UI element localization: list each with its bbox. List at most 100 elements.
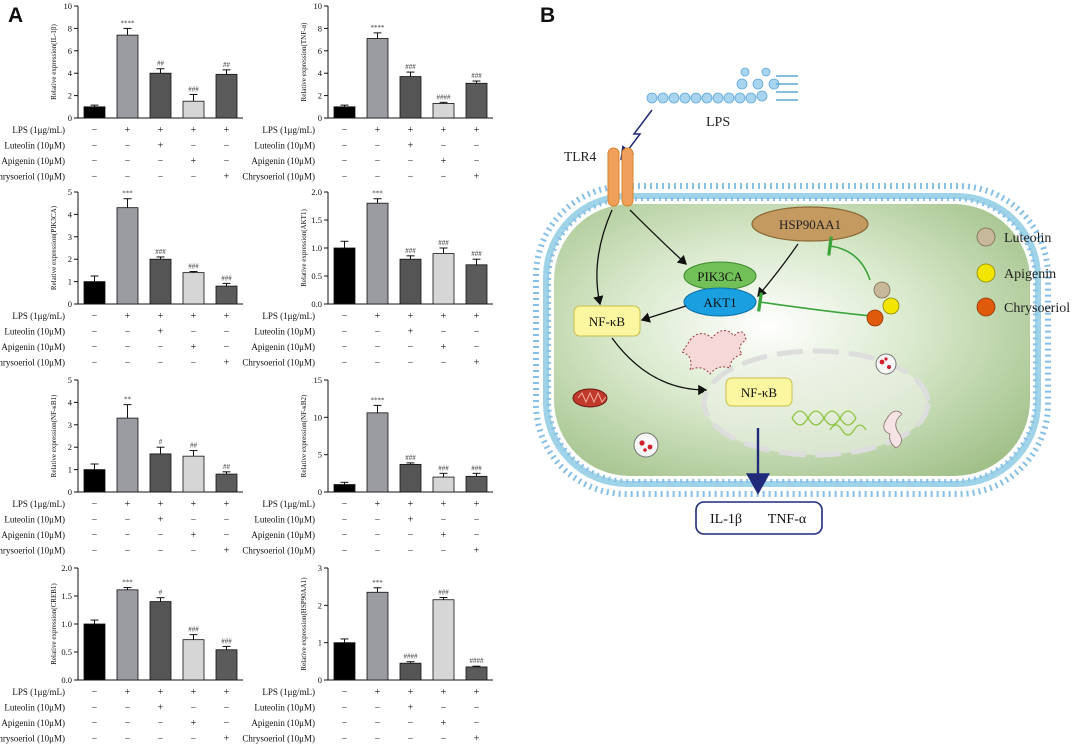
treatment-mark: − bbox=[441, 358, 447, 369]
compound-legend: Luteolin Apigenin Chrysoeriol bbox=[976, 227, 1070, 317]
treatment-mark: + bbox=[191, 125, 197, 136]
treatment-mark: + bbox=[158, 125, 164, 136]
treatment-mark: + bbox=[125, 687, 131, 698]
treatment-mark: − bbox=[224, 703, 230, 714]
y-tick-label: 1 bbox=[68, 277, 72, 287]
panel-b-label: B bbox=[540, 4, 556, 27]
treatment-mark: − bbox=[342, 342, 348, 353]
bar bbox=[83, 469, 106, 493]
treatment-mark: − bbox=[125, 327, 131, 338]
treatment-mark: + bbox=[224, 311, 230, 322]
treatment-label: Apigenin (10μM) bbox=[1, 718, 65, 728]
treatment-mark: + bbox=[224, 125, 230, 136]
treatment-mark: − bbox=[375, 342, 381, 353]
arrow-akt1-to-nfkb bbox=[640, 305, 687, 323]
y-tick-label: 0 bbox=[68, 299, 72, 309]
treatment-mark: − bbox=[441, 734, 447, 745]
bar bbox=[149, 601, 172, 681]
bar bbox=[399, 258, 422, 305]
y-tick-label: 0.5 bbox=[311, 271, 322, 281]
treatment-mark: + bbox=[158, 311, 164, 322]
treatment-label: LPS (1μg/mL) bbox=[12, 125, 65, 135]
treatment-mark: + bbox=[474, 172, 480, 183]
treatment-mark: − bbox=[125, 718, 131, 729]
treatment-mark: − bbox=[441, 703, 447, 714]
treatment-mark: + bbox=[158, 141, 164, 152]
y-tick-label: 5 bbox=[68, 187, 72, 197]
treatment-mark: − bbox=[375, 141, 381, 152]
treatment-mark: − bbox=[342, 358, 348, 369]
treatment-mark: − bbox=[224, 141, 230, 152]
treatment-mark: − bbox=[158, 156, 164, 167]
bar bbox=[333, 484, 356, 493]
treatment-mark: − bbox=[158, 358, 164, 369]
treatment-mark: − bbox=[474, 703, 480, 714]
y-tick-label: 0 bbox=[68, 113, 72, 123]
treatment-label: Luteolin (10μM) bbox=[4, 515, 65, 525]
y-tick-label: 6 bbox=[68, 46, 72, 56]
treatment-mark: + bbox=[375, 125, 381, 136]
bar bbox=[116, 34, 139, 119]
bar bbox=[182, 272, 205, 305]
tlr4-label: TLR4 bbox=[564, 149, 596, 164]
treatment-label: Luteolin (10μM) bbox=[254, 141, 315, 151]
treatment-label: LPS (1μg/mL) bbox=[12, 311, 65, 321]
treatment-label: LPS (1μg/mL) bbox=[262, 125, 315, 135]
vesicle-top-right bbox=[875, 353, 897, 375]
nfkb-nucleus-node bbox=[725, 377, 793, 407]
cytokine-box bbox=[695, 501, 823, 535]
treatment-label: Chrysoeriol (10μM) bbox=[242, 172, 315, 182]
treatment-mark: + bbox=[158, 515, 164, 526]
treatment-mark: − bbox=[474, 327, 480, 338]
significance-label: **** bbox=[121, 19, 136, 27]
treatment-mark: − bbox=[342, 546, 348, 557]
treatment-mark: − bbox=[375, 156, 381, 167]
bar bbox=[432, 599, 455, 681]
treatment-label: Luteolin (10μM) bbox=[254, 703, 315, 713]
treatment-mark: − bbox=[474, 156, 480, 167]
treatment-mark: − bbox=[158, 734, 164, 745]
treatment-label: Apigenin (10μM) bbox=[251, 530, 315, 540]
treatment-mark: + bbox=[408, 687, 414, 698]
treatment-label: Chrysoeriol (10μM) bbox=[0, 734, 65, 744]
significance-label: ### bbox=[155, 248, 166, 256]
treatment-mark: − bbox=[125, 342, 131, 353]
significance-label: ## bbox=[223, 463, 231, 471]
treatment-mark: − bbox=[342, 156, 348, 167]
bar bbox=[215, 473, 238, 493]
treatment-mark: + bbox=[474, 358, 480, 369]
treatment-label: Chrysoeriol (10μM) bbox=[242, 358, 315, 368]
treatment-mark: − bbox=[342, 141, 348, 152]
treatment-mark: + bbox=[158, 703, 164, 714]
y-tick-label: 3 bbox=[68, 232, 72, 242]
treatment-mark: − bbox=[375, 172, 381, 183]
treatment-mark: − bbox=[408, 342, 414, 353]
y-tick-label: 8 bbox=[68, 23, 72, 33]
treatment-label: Apigenin (10μM) bbox=[1, 156, 65, 166]
treatment-mark: − bbox=[375, 530, 381, 541]
bar bbox=[465, 666, 488, 681]
y-axis-label: Relative expression(NF-κB1) bbox=[50, 394, 58, 477]
treatment-mark: − bbox=[92, 125, 98, 136]
significance-label: **** bbox=[371, 396, 386, 404]
treatment-mark: − bbox=[375, 358, 381, 369]
treatment-mark: − bbox=[408, 718, 414, 729]
treatment-mark: − bbox=[125, 358, 131, 369]
treatment-mark: + bbox=[408, 499, 414, 510]
treatment-mark: − bbox=[92, 342, 98, 353]
treatment-mark: − bbox=[125, 703, 131, 714]
significance-label: # bbox=[159, 589, 163, 597]
nfkb-cytoplasm-node bbox=[573, 305, 641, 337]
treatment-mark: − bbox=[342, 327, 348, 338]
treatment-label: LPS (1μg/mL) bbox=[12, 687, 65, 697]
bar bbox=[399, 463, 422, 493]
y-tick-label: 0 bbox=[318, 487, 322, 497]
treatment-mark: − bbox=[191, 172, 197, 183]
treatment-mark: − bbox=[375, 734, 381, 745]
treatment-mark: + bbox=[158, 327, 164, 338]
significance-label: ### bbox=[188, 263, 199, 271]
treatment-mark: + bbox=[224, 734, 230, 745]
